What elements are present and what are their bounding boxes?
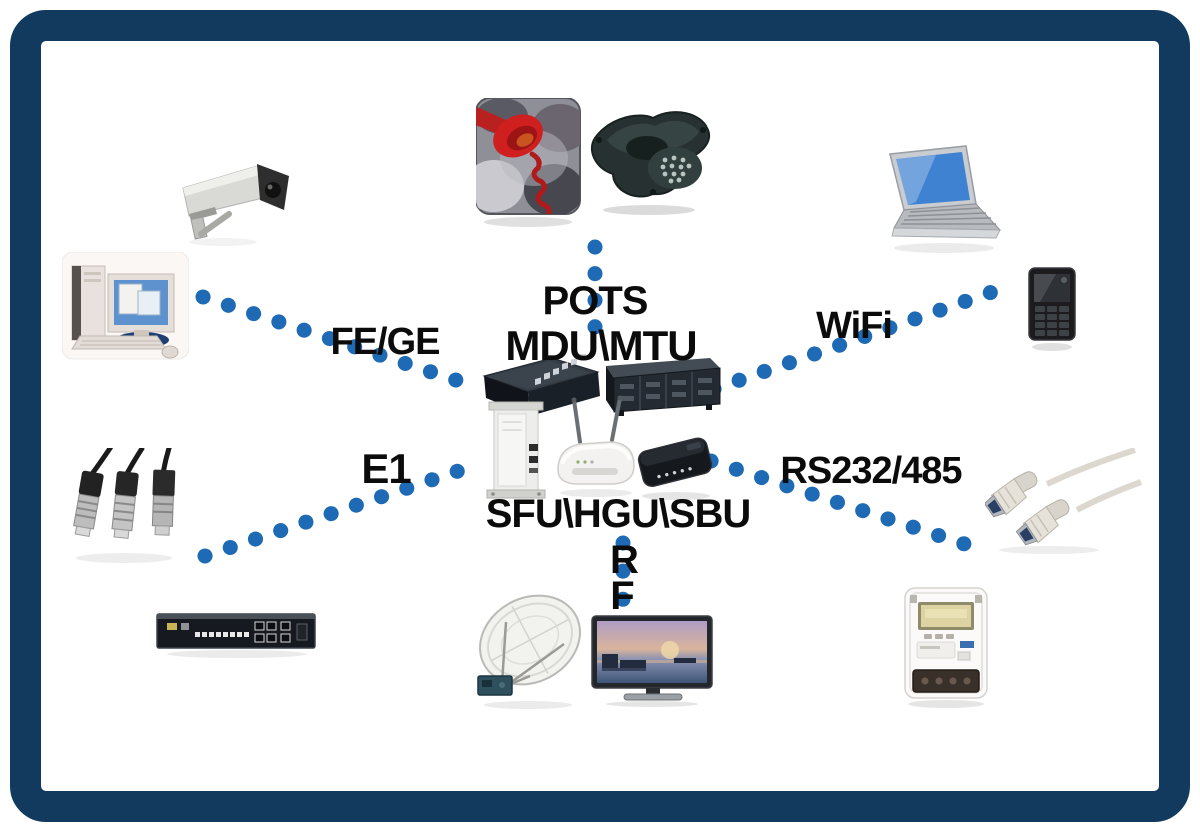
label-mdu-mtu: MDU\MTU — [505, 322, 697, 369]
laptop-icon — [889, 145, 1002, 253]
serial-cables-icon — [985, 448, 1143, 554]
e1-link — [197, 456, 487, 564]
wall-onu-icon — [486, 401, 546, 499]
red-telephone-icon — [476, 98, 581, 227]
television-icon — [591, 615, 713, 707]
bnc-cables-icon — [73, 448, 176, 563]
cctv-camera-icon — [182, 164, 289, 246]
label-rs232-485: RS232/485 — [780, 450, 962, 492]
energy-meter-icon — [904, 587, 988, 708]
black-onu-icon — [637, 437, 713, 500]
smartphone-icon — [1028, 267, 1076, 351]
conference-phone-icon — [590, 111, 710, 215]
desktop-computer-icon — [62, 252, 189, 360]
rack-multiplexer-icon — [156, 613, 316, 658]
wireless-router-icon — [557, 395, 635, 497]
fe-ge-link — [195, 289, 488, 396]
label-pots: POTS — [542, 279, 649, 323]
label-sfu-hgu-sbu: SFU\HGU\SBU — [485, 492, 752, 536]
wifi-link — [706, 284, 1000, 397]
label-wifi: WiFi — [816, 305, 893, 347]
label-rf-r: R — [610, 538, 639, 582]
label-fe-ge: FE/GE — [330, 321, 440, 363]
satellite-dish-icon — [477, 594, 581, 709]
label-e1: E1 — [361, 445, 411, 492]
rs232-485-link — [703, 453, 994, 559]
mtu-chassis-icon — [606, 358, 721, 416]
label-rf-f: F — [610, 574, 634, 618]
